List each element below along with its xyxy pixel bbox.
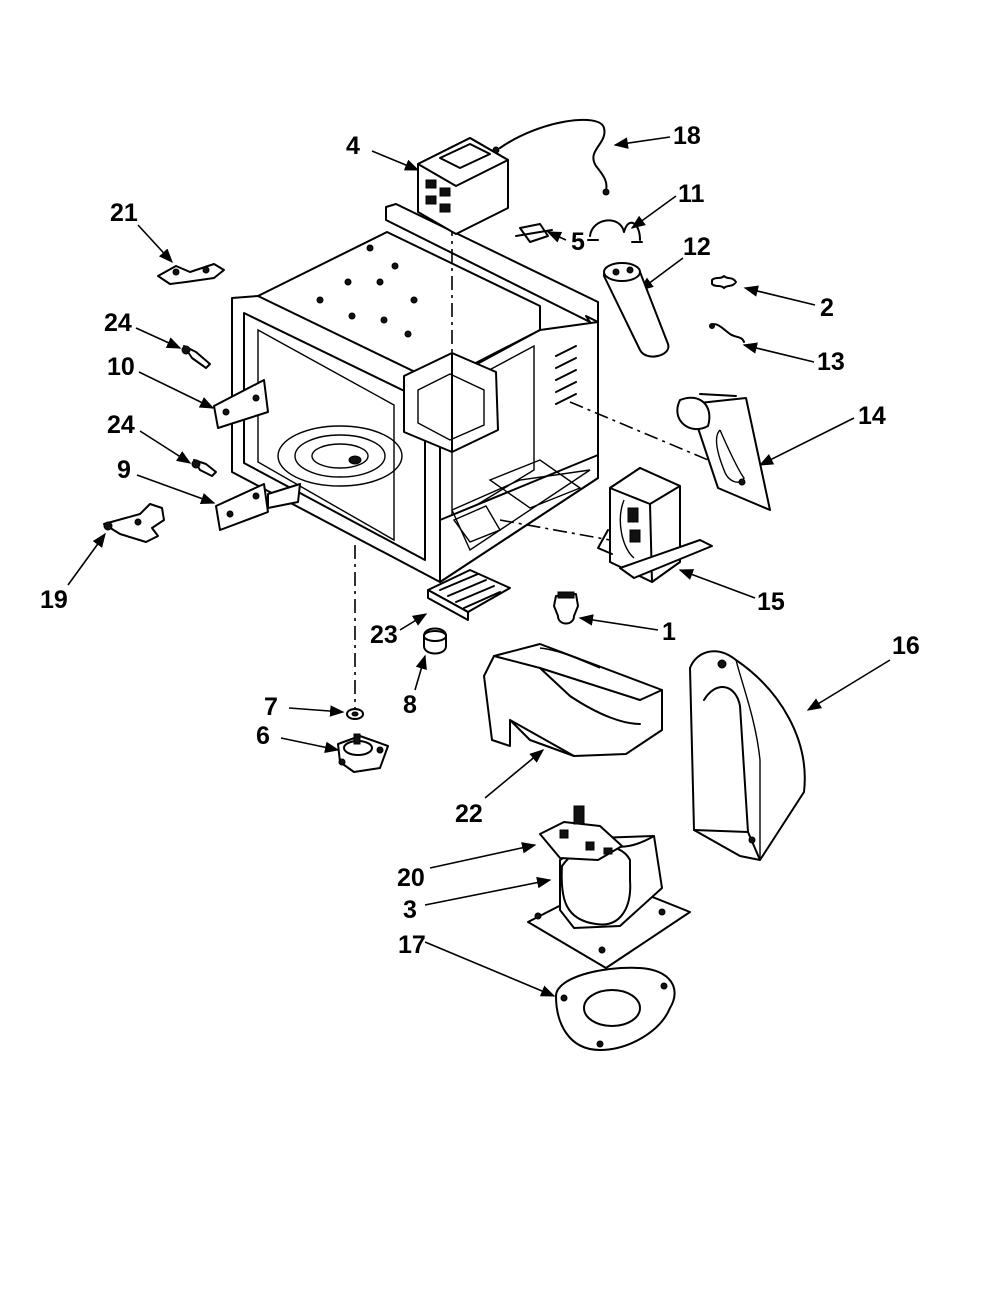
callout-7: 7: [264, 693, 278, 721]
part-10-hinge-plate: [213, 379, 269, 429]
callout-24-upper: 24: [104, 309, 132, 337]
callout-8: 8: [403, 691, 417, 719]
leader-lines: [67, 136, 891, 997]
part-9-hinge-plate: [215, 483, 301, 531]
callout-6: 6: [256, 722, 270, 750]
part-11-capacitor-clip: [587, 219, 643, 243]
callout-14: 14: [858, 402, 886, 430]
part-4-control-block: [417, 137, 509, 235]
callout-21: 21: [110, 199, 138, 227]
part-14-bracket: [676, 393, 771, 511]
callout-10: 10: [107, 353, 135, 381]
callout-11: 11: [678, 180, 705, 208]
callout-2: 2: [820, 294, 834, 322]
part-22-air-duct: [483, 643, 663, 757]
callout-16: 16: [892, 632, 920, 660]
callout-17: 17: [398, 931, 426, 959]
part-16-fan-shroud: [689, 650, 806, 861]
callout-18: 18: [673, 122, 701, 150]
part-19-bracket: [103, 503, 165, 543]
part-5-fuse-clip: [515, 223, 553, 243]
part-20-thermal-switch: [539, 805, 623, 861]
callout-12: 12: [683, 233, 711, 261]
part-6-turntable-motor: [337, 733, 389, 773]
part-12-capacitor: [603, 262, 670, 358]
part-3-fan-motor: [527, 835, 691, 969]
part-18-wire-lead: [499, 118, 610, 196]
chassis-cavity: [231, 203, 599, 583]
callout-5: 5: [571, 228, 585, 256]
callout-19: 19: [40, 586, 68, 614]
part-23-vent-cover: [427, 569, 511, 621]
callout-3: 3: [403, 896, 417, 924]
part-21-bracket: [157, 263, 225, 285]
part-13-diode: [709, 323, 745, 343]
callout-labels: 18 4 11 21 12 5 2 24 13 10 14 24 9 15 19…: [40, 122, 920, 959]
callout-1: 1: [662, 618, 676, 646]
part-7-coupler: [346, 708, 364, 720]
part-17-gasket-plate: [555, 966, 676, 1051]
callout-4: 4: [346, 132, 360, 160]
callout-24-lower: 24: [107, 411, 135, 439]
callout-13: 13: [817, 348, 845, 376]
assembly-lines: [354, 222, 721, 708]
part-24-screw-lower: [191, 459, 217, 477]
callout-9: 9: [117, 456, 131, 484]
callout-23: 23: [370, 621, 398, 649]
callout-22: 22: [455, 800, 483, 828]
part-8-bushing: [423, 627, 447, 655]
part-15-relay: [597, 467, 713, 583]
part-24-screw-upper: [181, 345, 211, 369]
callout-15: 15: [757, 588, 785, 616]
part-1-lamp: [553, 591, 579, 625]
callout-20: 20: [397, 864, 425, 892]
part-2-small-part: [711, 275, 737, 289]
